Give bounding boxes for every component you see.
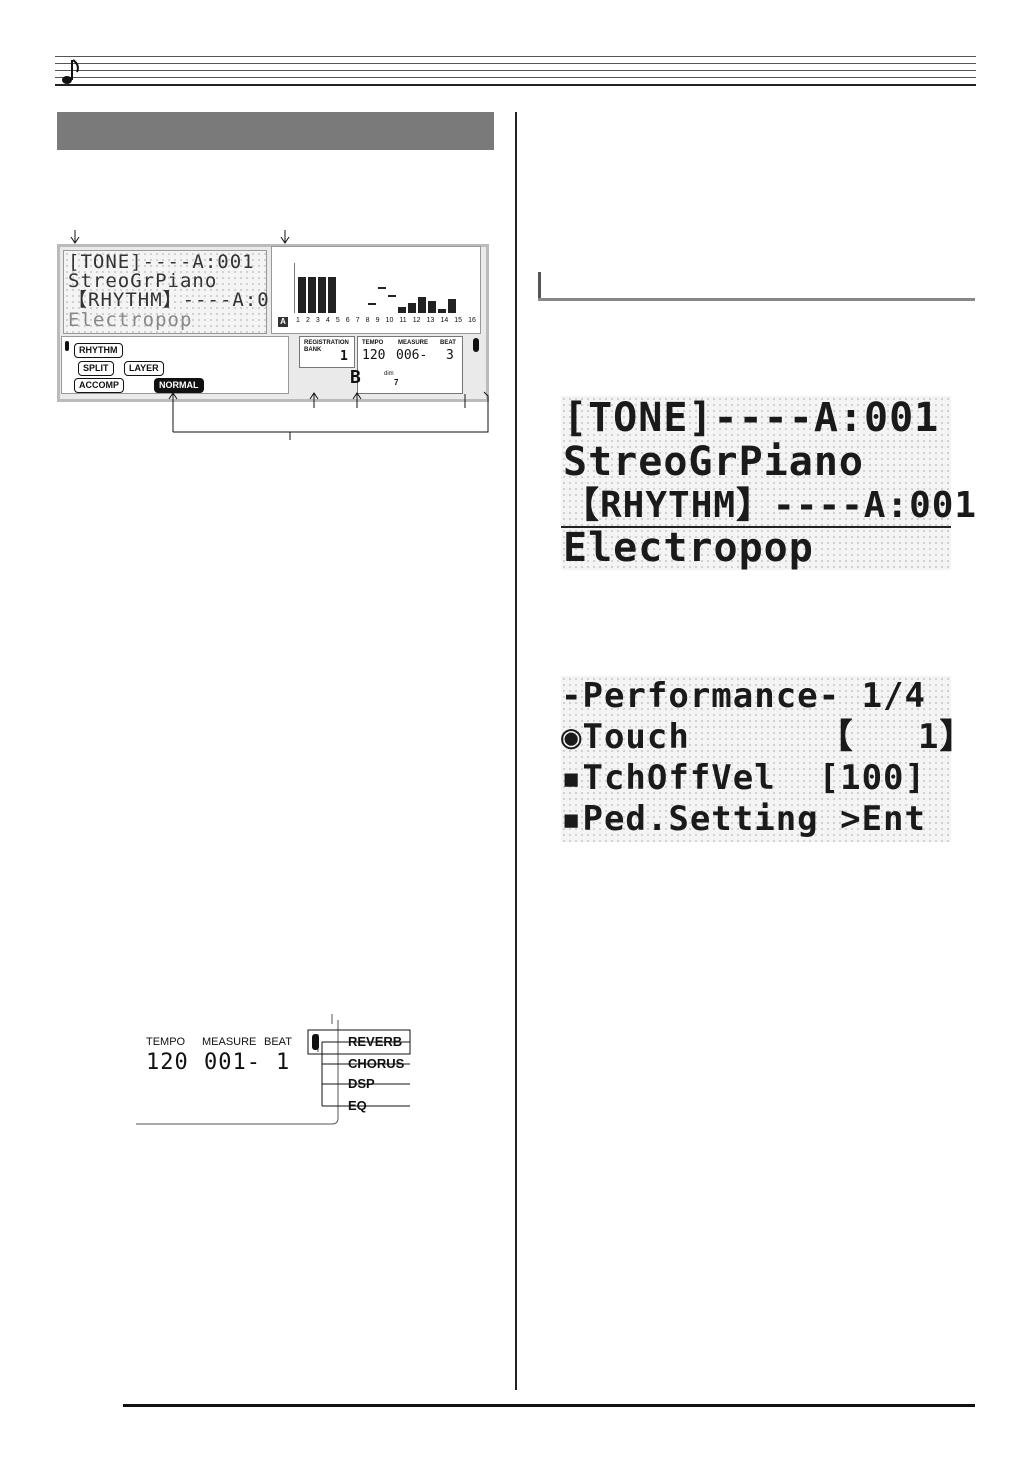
heading-marker: [538, 272, 541, 300]
menu-title-row: -Performance- 1/4: [561, 676, 926, 716]
lcd-row-1: [TONE]----A:001: [68, 251, 255, 273]
lcd-zoom-row-2: StreoGrPiano: [563, 439, 864, 485]
bar-number-row: 1 2 3 4 5 6 7 8 9 10 11 12 13 14 15 16: [296, 317, 476, 324]
lcd-zoom-display: [TONE]----A:001 StreoGrPiano 【RHYTHM】---…: [561, 395, 976, 571]
normal-indicator: NORMAL: [154, 378, 204, 393]
layer-indicator: LAYER: [124, 361, 164, 376]
registration-panel: REGISTRATION BANK 1: [299, 336, 355, 368]
callout-lines-bottom: [168, 391, 489, 440]
effects-tempo-value: 120: [146, 1050, 189, 1075]
effects-beat-value: 1: [276, 1050, 290, 1075]
a-badge: A: [278, 317, 288, 327]
effect-pointer: [473, 338, 479, 352]
effect-chorus-label: CHORUS: [348, 1056, 405, 1071]
menu-item-touch: ◉Touch 【 1】: [561, 717, 975, 757]
effect-dsp-label: DSP: [348, 1076, 375, 1091]
chord-name: B: [350, 367, 361, 388]
lcd-row-2: StreoGrPiano: [68, 270, 218, 292]
split-indicator: SPLIT: [78, 361, 114, 376]
effects-beat-label: BEAT: [264, 1036, 292, 1048]
effects-measure-value: 001-: [204, 1050, 261, 1075]
header-staff: [55, 56, 976, 86]
lcd-row-4: Electropop: [68, 309, 193, 331]
heading-rule: [538, 298, 975, 301]
footer-rule: [123, 1404, 975, 1407]
callout-arrows-top: [70, 230, 290, 244]
full-lcd-diagram: [TONE]----A:001 StreoGrPiano 【RHYTHM】---…: [57, 230, 494, 440]
effects-tempo-label: TEMPO: [146, 1036, 186, 1048]
effect-selector-icon: [312, 1034, 319, 1050]
music-note-icon: [60, 56, 82, 86]
lcd-zoom-row-1: [TONE]----A:001: [563, 395, 940, 441]
section-title-bar: [57, 112, 494, 150]
lcd-text-panel: [TONE]----A:001 StreoGrPiano 【RHYTHM】---…: [63, 250, 294, 334]
lcd-row-3: 【RHYTHM】----A:001: [68, 289, 295, 311]
effect-reverb-label: REVERB: [348, 1034, 403, 1049]
menu-item-ped-setting: ▪Ped.Setting >Ent: [561, 799, 926, 839]
effects-diagram: TEMPO MEASURE BEAT 120 001- 1 REVERB CHO…: [136, 1010, 436, 1130]
rhythm-indicator: RHYTHM: [74, 343, 123, 358]
tempo-panel: TEMPO MEASURE BEAT 120 006- 3 B dim 7: [350, 336, 463, 394]
accomp-indicator: ACCOMP: [74, 378, 124, 393]
lcd-indicator-panel: RHYTHM SPLIT LAYER ACCOMP NORMAL: [61, 336, 289, 394]
lcd-zoom-row-3: 【RHYTHM】----A:001: [563, 485, 978, 526]
lcd-zoom-row-4: Electropop: [563, 525, 814, 571]
menu-item-tchoffvel: ▪TchOffVel [100]: [561, 758, 926, 798]
effects-measure-label: MEASURE: [202, 1036, 257, 1048]
lcd-bar-graph: A 1 2 3 4 5 6 7 8 9 10 11 12 13 14 15 16: [271, 246, 481, 334]
effect-eq-label: EQ: [348, 1098, 367, 1113]
column-divider: [515, 112, 517, 1390]
lcd-performance-menu: -Performance- 1/4 ◉Touch 【 1】 ▪TchOffVel…: [561, 676, 974, 842]
